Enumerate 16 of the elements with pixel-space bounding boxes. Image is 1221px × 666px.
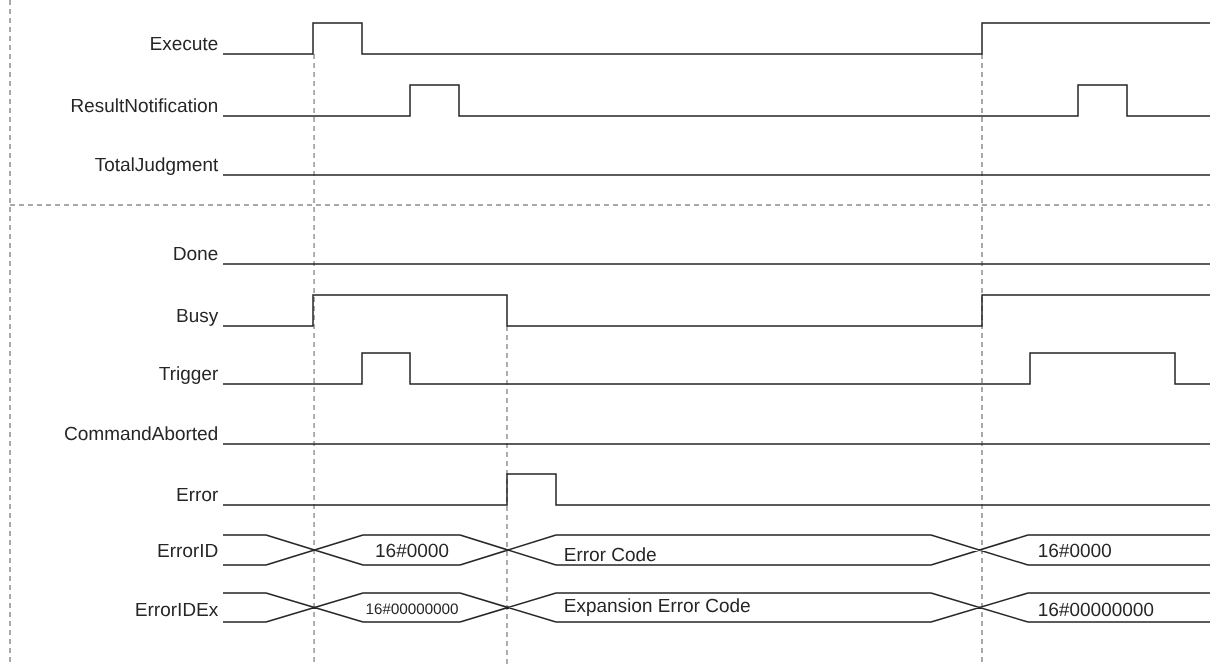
signal-name: Busy [177, 308, 219, 326]
bus-value: 16#00000000 [1039, 602, 1154, 617]
signal-name: Error [177, 487, 218, 502]
signal-name: Execute [151, 36, 218, 51]
bus-value: 16#0000 [1039, 543, 1111, 558]
bus-value: Error Code [565, 547, 656, 562]
bus-value: Expansion Error Code [565, 598, 750, 616]
bus-value: 16#00000000 [366, 603, 458, 615]
signal-name: TotalJudgment [95, 157, 219, 175]
signal-name: Done [174, 246, 218, 261]
signal-name: ErrorID [158, 543, 218, 558]
signal-name: CommandAborted [65, 426, 217, 441]
signal-name: Trigger [159, 366, 218, 384]
bus-value: 16#0000 [376, 543, 449, 558]
signal-name: ResultNotification [72, 98, 217, 113]
signal-name: ErrorIDEx [136, 602, 219, 617]
